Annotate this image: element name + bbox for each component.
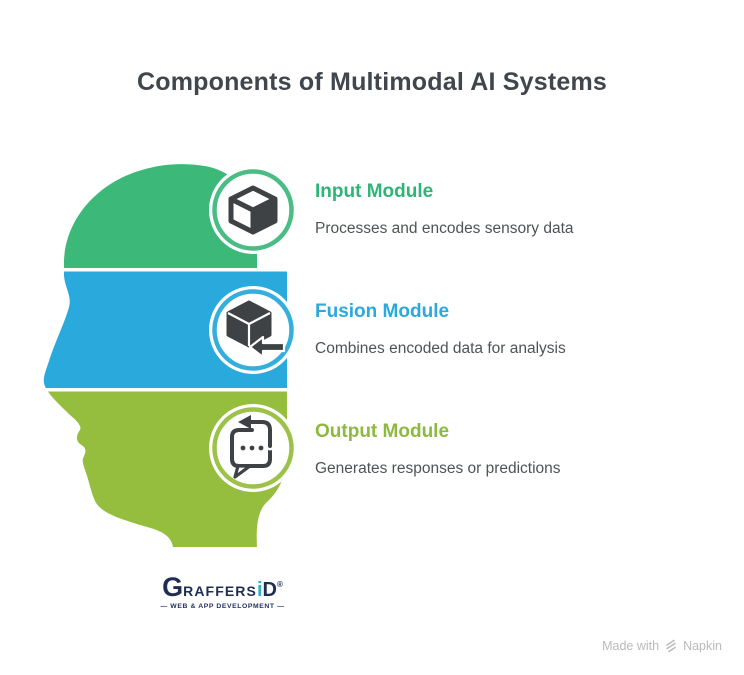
napkin-logo-icon bbox=[666, 639, 676, 653]
module-output-description: Generates responses or predictions bbox=[315, 460, 561, 477]
input-module-badge bbox=[209, 166, 297, 254]
module-input-title: Input Module bbox=[315, 181, 434, 202]
module-output-title: Output Module bbox=[315, 421, 450, 442]
module-fusion-title: Fusion Module bbox=[315, 301, 450, 322]
cube-merge-arrow-icon bbox=[226, 300, 286, 359]
logo-tagline: — WEB & APP DEVELOPMENT — bbox=[160, 603, 285, 610]
module-input-description: Processes and encodes sensory data bbox=[315, 220, 574, 237]
made-with-napkin-watermark: Made with Napkin bbox=[602, 639, 722, 653]
logo-letters-raffers: RAFFERS bbox=[183, 583, 257, 599]
watermark-brand: Napkin bbox=[683, 639, 722, 653]
logo-letter-g: G bbox=[162, 572, 184, 602]
module-input: Input Module Processes and encodes senso… bbox=[315, 181, 645, 238]
logo-letter-i: i bbox=[256, 579, 263, 601]
module-fusion-description: Combines encoded data for analysis bbox=[315, 340, 566, 357]
logo-letter-d: D bbox=[262, 579, 277, 601]
fusion-module-badge bbox=[209, 286, 297, 374]
registered-trademark-icon: ® bbox=[276, 580, 283, 589]
output-module-badge bbox=[209, 404, 297, 492]
cube-icon bbox=[228, 185, 278, 235]
module-output: Output Module Generates responses or pre… bbox=[315, 421, 645, 478]
chat-reply-icon bbox=[230, 415, 275, 479]
watermark-prefix: Made with bbox=[602, 639, 660, 653]
module-fusion: Fusion Module Combines encoded data for … bbox=[315, 301, 645, 358]
page-title: Components of Multimodal AI Systems bbox=[136, 68, 607, 96]
